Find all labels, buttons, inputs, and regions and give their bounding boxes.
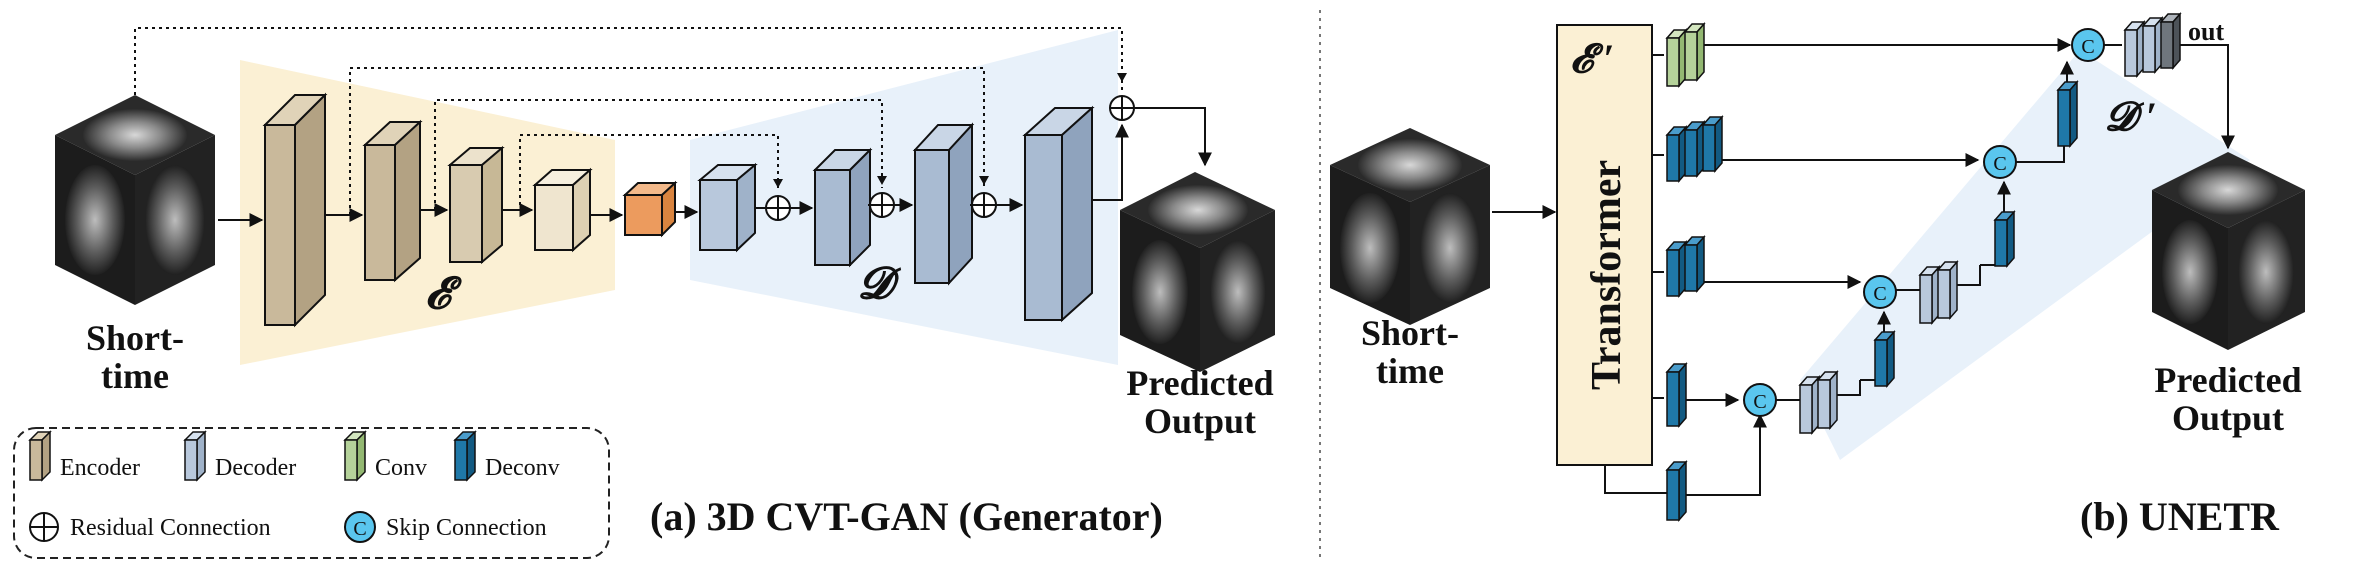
decoder-block-4 (1022, 105, 1095, 323)
input-label-b-line1: Short- (1361, 313, 1459, 353)
legend-encoder-icon (28, 430, 52, 482)
encoder-region (240, 60, 615, 365)
input-cube (55, 95, 215, 305)
input-label-line1: Short- (86, 318, 184, 358)
dotted-skip-lines-a (134, 27, 1123, 215)
legend-decoder-icon (183, 430, 207, 482)
caption-b: (b) UNETR (2080, 494, 2280, 539)
deconv-block-up-1 (1873, 330, 1896, 388)
bottleneck-block (622, 180, 678, 238)
decoder-block-b-2 (1918, 260, 1959, 325)
legend-deconv-icon (453, 430, 477, 482)
out-label: out (2188, 17, 2224, 46)
decoder-block-3 (912, 122, 975, 286)
deconv-block-group-2 (1665, 235, 1706, 298)
legend-decoder-label: Decoder (215, 455, 296, 481)
output-label-line2: Output (1144, 401, 1256, 441)
decoder-symbol-b: 𝓓 ′ (2105, 94, 2157, 139)
decoder-block-b-1 (1798, 370, 1839, 435)
input-label-b-line2: time (1376, 351, 1444, 391)
legend-skip-icon: C (344, 511, 376, 543)
output-cube-b (2152, 152, 2305, 350)
legend-deconv-label: Deconv (485, 455, 560, 481)
encoder-block-2 (362, 119, 423, 283)
svg-text:C: C (1753, 391, 1766, 413)
transformer-label: Transformer (1584, 160, 1630, 390)
decoder-block-b-final (2123, 12, 2182, 78)
skip-node-2 (1863, 275, 1897, 309)
output-label-line1: Predicted (1126, 363, 1273, 403)
encoder-symbol-b: 𝓔 ′ (1570, 36, 1614, 81)
conv-block-pair (1665, 22, 1706, 88)
legend-skip-label: Skip Connection (386, 515, 547, 541)
legend-conv-label: Conv (375, 455, 427, 481)
encoder-block-1 (262, 92, 328, 328)
input-cube-b (1330, 128, 1490, 325)
legend-residual-icon (29, 512, 59, 542)
decoder-block-1 (697, 162, 758, 253)
svg-text:C: C (353, 518, 366, 540)
deconv-block-single-1 (1665, 362, 1688, 428)
decoder-region (690, 30, 1118, 365)
encoder-block-4 (532, 167, 593, 253)
caption-a: (a) 3D CVT-GAN (Generator) (650, 494, 1163, 539)
svg-text:C: C (1873, 283, 1886, 305)
deconv-block-bottom (1665, 460, 1688, 522)
legend: Encoder Decoder Conv Deconv (13, 427, 610, 559)
output-label-b-line2: Output (2172, 398, 2284, 438)
deconv-block-up-3 (2056, 80, 2079, 148)
input-label-line2: time (101, 356, 169, 396)
decoder-block-2 (812, 147, 873, 268)
decoder-region-b (1800, 50, 2250, 460)
legend-residual-label: Residual Connection (70, 515, 271, 541)
legend-conv-icon (343, 430, 367, 482)
deconv-block-up-2 (1993, 210, 2016, 268)
svg-text:C: C (1993, 153, 2006, 175)
panel-a: Short- time (13, 27, 1275, 559)
deconv-block-group-1 (1665, 115, 1724, 183)
output-label-b-line1: Predicted (2154, 360, 2301, 400)
legend-encoder-label: Encoder (60, 455, 140, 481)
panel-b: Short- time Transformer 𝓔 ′ (1330, 12, 2305, 539)
svg-text:C: C (2081, 36, 2094, 58)
encoder-block-3 (447, 145, 505, 265)
output-cube-a (1120, 172, 1275, 372)
